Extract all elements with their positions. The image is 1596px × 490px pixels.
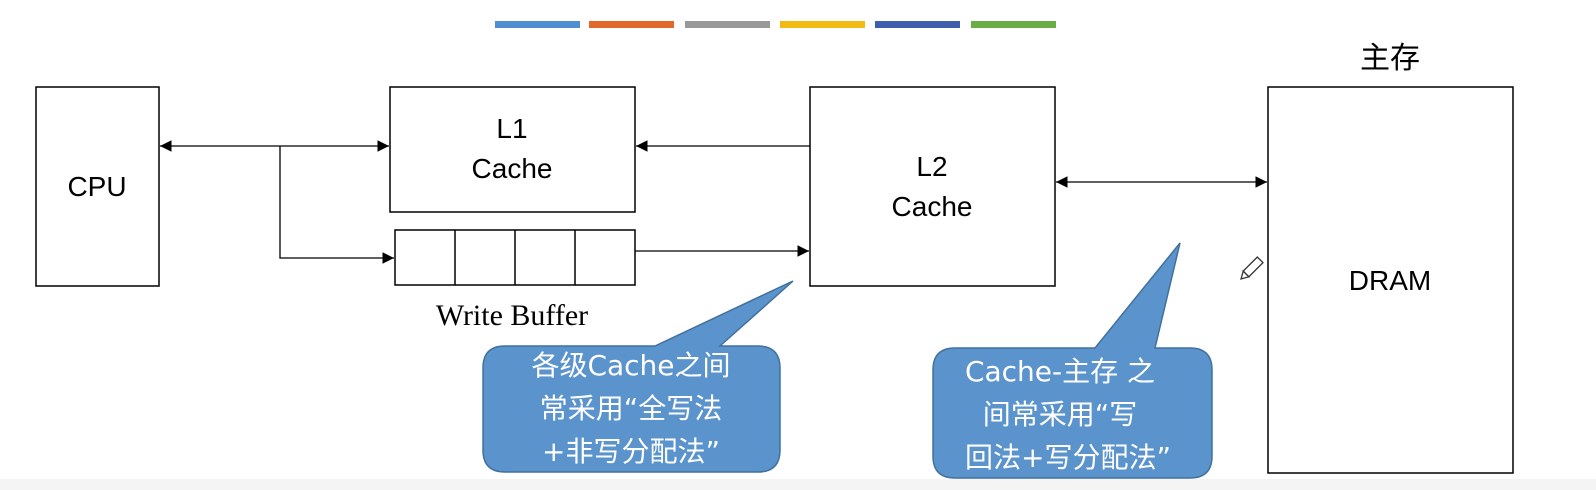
l1-cache-box [389,86,636,213]
callout-2-line-2: 间常采用“写 [983,398,1138,431]
dram-box [1267,86,1514,474]
theme-color-bar [495,21,1056,28]
callout-1-line-3: +非写分配法” [542,435,720,468]
l2-cache-box [809,86,1056,287]
callout-bubble [482,280,794,473]
connectors [160,140,1267,264]
callout-cache-memory: Cache-主存 之 间常采用“写 回法+写分配法” [932,242,1213,479]
slide-bottom-edge [0,479,1596,490]
theme-bar-1 [495,21,580,28]
theme-bar-6 [971,21,1056,28]
callout-1-line-1: 各级Cache之间 [531,349,730,382]
theme-bar-3 [685,21,770,28]
callout-2-line-3: 回法+写分配法” [965,441,1171,474]
write-buffer-label: Write Buffer [436,299,588,332]
pencil-icon[interactable] [1238,256,1264,282]
callout-between-caches: 各级Cache之间 常采用“全写法 +非写分配法” [482,280,794,473]
cpu-label: CPU [67,171,126,202]
l2-label-line1: L2 [916,151,947,182]
cpu-box [35,86,160,287]
l1-label-line2: Cache [472,153,553,184]
cpu-writebuffer-arrow [279,146,394,264]
main-memory-title: 主存 [1360,41,1420,76]
dram-label: DRAM [1349,265,1431,296]
l2-label-line2: Cache [892,191,973,222]
l1-label-line1: L1 [496,113,527,144]
write-buffer [394,229,636,286]
callout-bubble [932,242,1213,479]
theme-bar-5 [875,21,960,28]
callout-2-line-1: Cache-主存 之 [965,355,1155,388]
callout-1-line-2: 常采用“全写法 [540,392,723,425]
theme-bar-2 [589,21,674,28]
theme-bar-4 [780,21,865,28]
